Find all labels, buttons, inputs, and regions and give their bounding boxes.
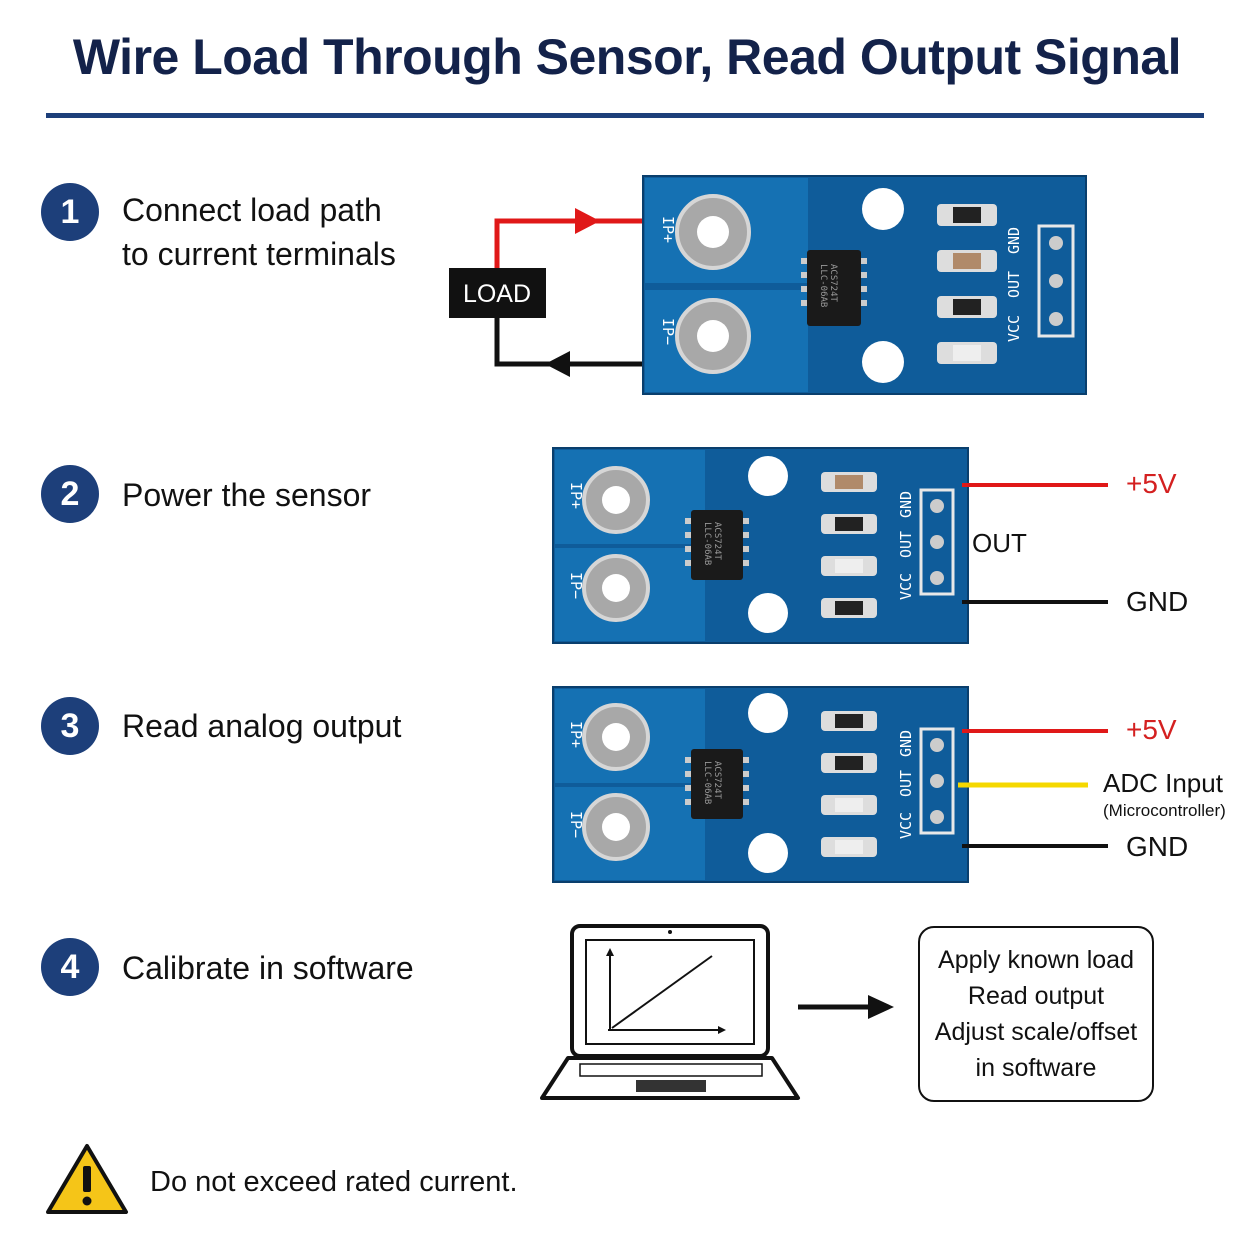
pin-vcc [930,810,944,824]
arrow-left-icon [545,351,570,377]
pin-header [919,488,955,596]
load-box [449,268,546,318]
label-out: OUT [1005,271,1023,298]
step-2-vcc-label: +5V [1126,468,1177,499]
calibration-step-3: Adjust scale/offset [934,1018,1138,1046]
mount-hole-bottom [748,833,788,873]
pin-out [930,535,944,549]
step-1-text: Connect load path to current terminals [122,188,396,276]
step-3-text: Read analog output [122,708,402,744]
label-vcc: VCC [897,812,915,839]
smd-components [937,204,997,364]
step-3-badge: 3 [41,697,99,755]
label-vcc: VCC [897,573,915,600]
step-4-text: Calibrate in software [122,950,414,986]
load-wire-black [494,318,648,367]
sensor-board-3: IP+ IP− ACS724T LLC-06AB VCC OUT GND [552,686,969,883]
arrow-right-icon [575,208,600,234]
step-3-vcc-label: +5V [1126,714,1177,745]
laptop-trackpad [636,1080,706,1092]
label-vcc: VCC [1005,315,1023,342]
label-ip-minus: IP− [567,811,585,838]
mount-hole-bottom [748,593,788,633]
chip-text-1: ACS724T [828,264,838,303]
pin-header [919,727,955,835]
label-ip-plus: IP+ [659,216,677,243]
step-1-line-1: Connect load path [122,192,382,228]
ic-chip: ACS724T LLC-06AB [685,510,749,580]
title-divider [46,113,1204,118]
label-ip-plus: IP+ [567,721,585,748]
chip-text-1: ACS724T [712,522,722,561]
step-2-gnd-label: GND [1126,586,1189,617]
label-ip-minus: IP− [567,572,585,599]
terminal-hole-minus [602,813,630,841]
step-3-adc-wiring [958,729,1108,848]
step-3-adc-sub-label: (Microcontroller) [1103,801,1226,820]
label-out: OUT [897,770,915,797]
calibration-step-1: Apply known load [938,946,1134,974]
step-3-adc-label: ADC Input [1103,768,1223,798]
terminal-hole-minus [602,574,630,602]
step-2-badge: 2 [41,465,99,523]
load-wire-red [494,218,648,268]
step-4-badge: 4 [41,938,99,996]
graph-line [611,955,713,1029]
label-gnd: GND [897,730,915,757]
step-1-load-wiring: LOAD [449,208,648,377]
terminal-hole-plus [697,216,729,248]
chip-text-2: LLC-06AB [818,264,828,307]
calibration-step-4: in software [975,1054,1097,1082]
step-2-power-wiring [962,483,1108,604]
step-1-line-2: to current terminals [122,236,396,272]
mount-hole-bottom [862,341,904,383]
calibration-step-2: Read output [967,982,1105,1010]
label-ip-plus: IP+ [567,482,585,509]
label-gnd: GND [1005,227,1023,254]
step-2-text: Power the sensor [122,477,372,513]
terminal-hole-minus [697,320,729,352]
step-3-gnd-label: GND [1126,831,1189,862]
mount-hole-top [862,188,904,230]
smd-components [821,711,877,857]
sensor-board-1: IP+ IP− ACS724T LLC-06AB VCC OUT GND [642,175,1087,395]
label-gnd: GND [897,491,915,518]
terminal-hole-plus [602,486,630,514]
load-label: LOAD [463,280,531,308]
sensor-board-2: IP+ IP− ACS724T LLC-06AB VCC OUT GND [552,447,969,644]
pin-gnd [930,499,944,513]
pin-gnd [930,738,944,752]
label-out: OUT [897,531,915,558]
pin-vcc [1049,312,1063,326]
step-1-badge: 1 [41,183,99,241]
mount-hole-top [748,456,788,496]
ic-chip: ACS724T LLC-06AB [685,749,749,819]
pin-gnd [1049,236,1063,250]
mount-hole-top [748,693,788,733]
calibration-steps-box: Apply known load Read output Adjust scal… [918,926,1154,1102]
terminal-hole-plus [602,723,630,751]
pin-out [930,774,944,788]
chip-text-1: ACS724T [712,761,722,800]
chip-text-2: LLC-06AB [702,761,712,804]
warning-triangle-icon [46,1144,128,1214]
laptop-icon [540,924,800,1100]
smd-components [821,472,877,618]
pin-out [1049,274,1063,288]
laptop-base [540,1056,800,1100]
step-2-out-label: OUT [972,528,1027,558]
pin-vcc [930,571,944,585]
ic-chip: ACS724T LLC-06AB [801,250,867,326]
warning-text: Do not exceed rated current. [150,1166,518,1198]
chip-text-2: LLC-06AB [702,522,712,565]
page-title: Wire Load Through Sensor, Read Output Si… [72,29,1182,85]
arrow-right-icon [868,995,894,1019]
pin-header [1037,224,1075,338]
label-ip-minus: IP− [659,318,677,345]
